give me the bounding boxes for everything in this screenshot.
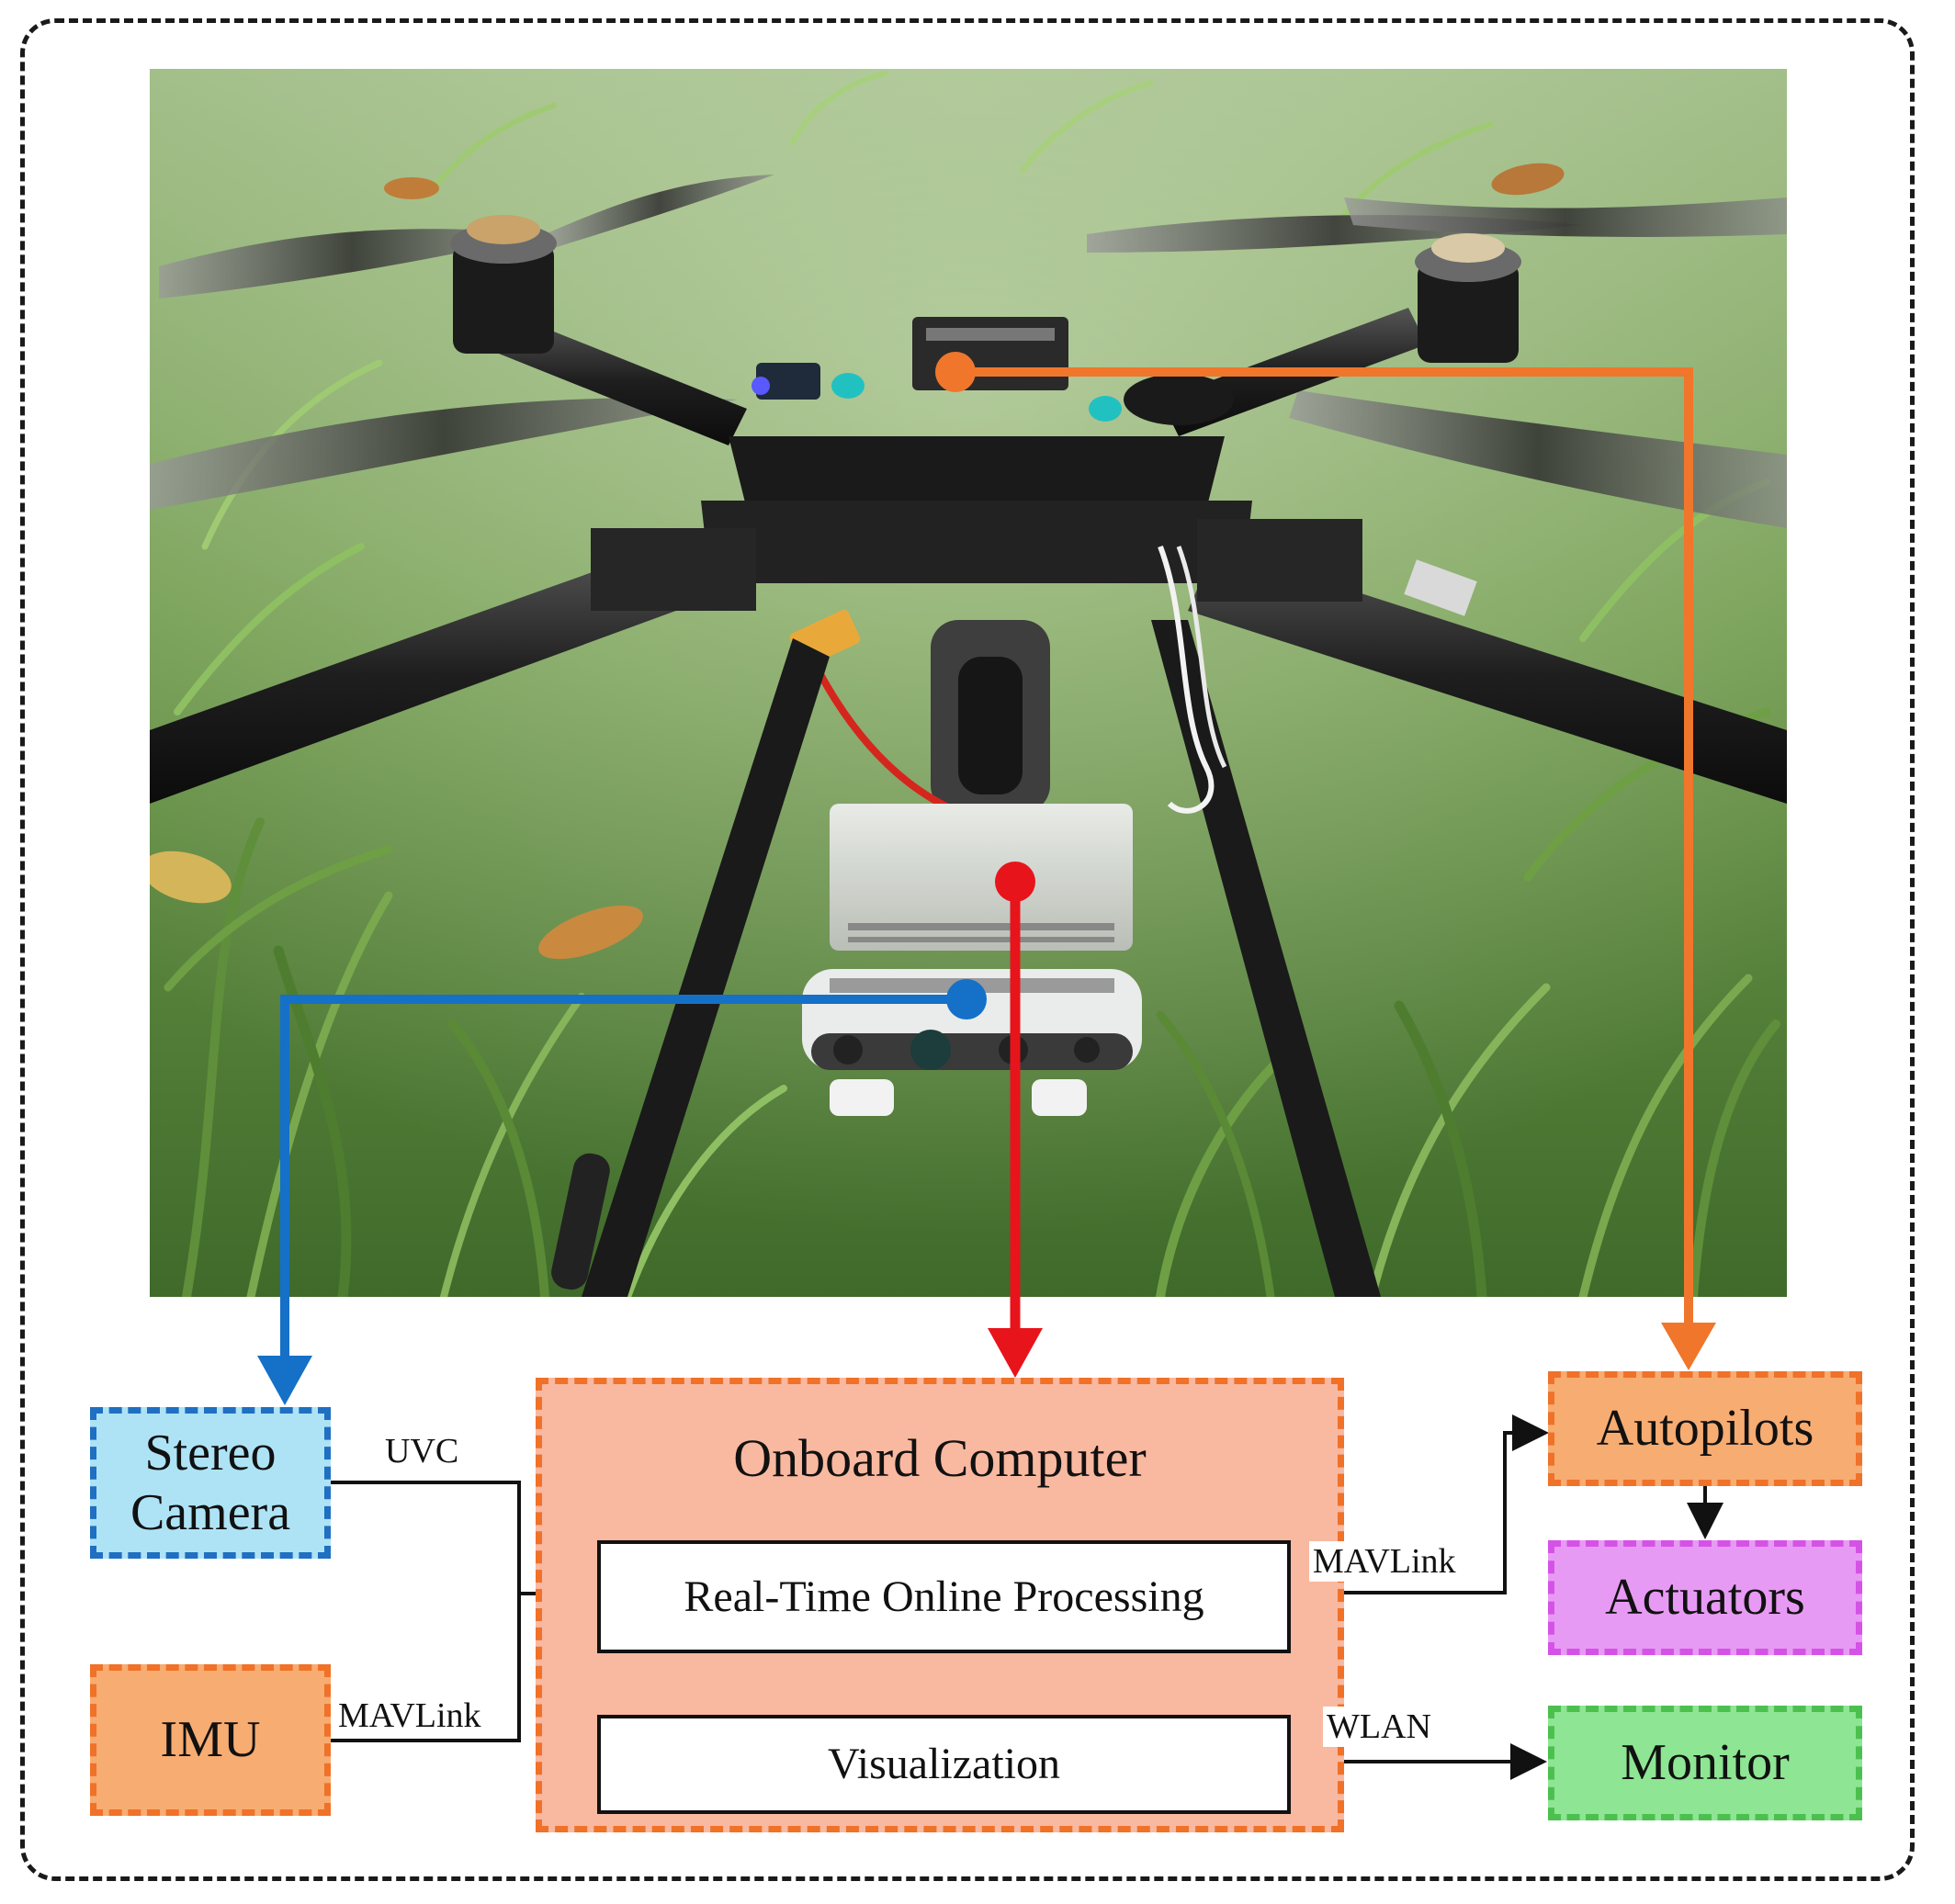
outer-dashed-frame [20,18,1915,1881]
onboard-computer-title: Onboard Computer [733,1428,1147,1488]
autopilots-label: Autopilots [1596,1400,1814,1458]
edge-label-uvc: UVC [381,1431,463,1471]
actuators-label: Actuators [1605,1569,1805,1627]
monitor-block: Monitor [1548,1706,1862,1820]
edge-label-wlan: WLAN [1323,1707,1435,1747]
stereo-camera-label: Stereo Camera [130,1425,291,1541]
drone-illustration [150,69,1787,1297]
edge-label-autopilot-mavlink: MAVLink [1309,1541,1460,1582]
orange-link-autopilot [935,352,1716,1370]
autopilots-block: Autopilots [1548,1371,1862,1486]
stereo-camera-block: Stereo Camera [90,1407,331,1559]
edge-imu-mavlink-line [331,1594,521,1742]
actuators-block: Actuators [1548,1540,1862,1655]
imu-block: IMU [90,1664,331,1816]
realtime-processing-block: Real-Time Online Processing [597,1540,1291,1653]
red-link-onboard [988,862,1043,1378]
imu-label: IMU [160,1711,261,1769]
edge-label-imu-mavlink: MAVLink [334,1696,485,1736]
monitor-label: Monitor [1621,1734,1790,1792]
onboard-computer-block: Onboard Computer Real-Time Online Proces… [536,1378,1344,1832]
realtime-processing-label: Real-Time Online Processing [684,1572,1204,1621]
blue-link-stereo [257,979,987,1405]
visualization-block: Visualization [597,1715,1291,1814]
drone-photo [150,69,1787,1297]
edge-autopilot-mavlink-line [1284,1414,1549,1594]
visualization-label: Visualization [827,1740,1061,1789]
